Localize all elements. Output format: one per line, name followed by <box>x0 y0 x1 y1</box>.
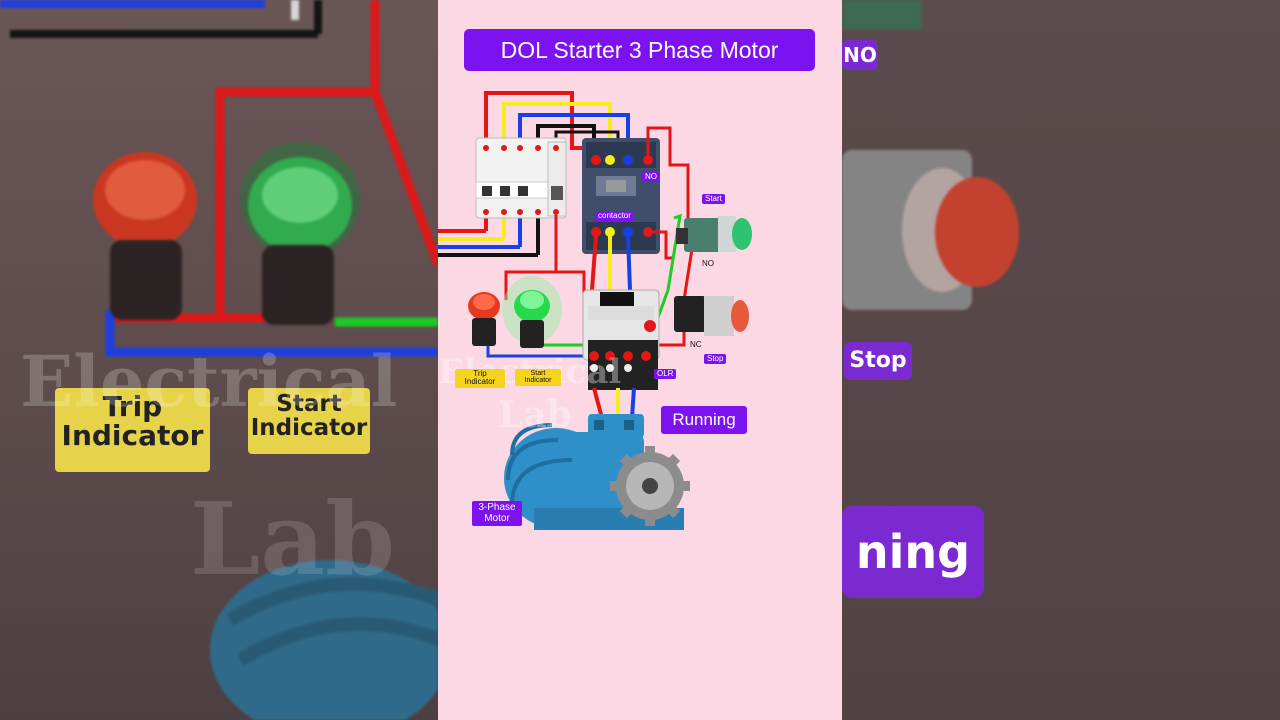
stop-button-label: Stop <box>704 354 727 365</box>
page-title: DOL Starter 3 Phase Motor <box>464 29 815 71</box>
stop-nc-label: NC <box>690 340 702 349</box>
diagram-panel: DOL Starter 3 Phase Motor <box>438 0 842 720</box>
start-button-label: Start <box>702 194 725 205</box>
bg-running-label: ning <box>842 506 984 598</box>
contactor-label: contactor <box>595 211 634 222</box>
start-indicator-label: Start Indicator <box>515 369 561 386</box>
bg-start-indicator-label: Start Indicator <box>248 388 370 454</box>
left-background-art <box>0 0 438 720</box>
wiring-diagram <box>438 91 752 530</box>
olr-label: OLR <box>654 369 677 380</box>
motor-label: 3-Phase Motor <box>472 501 522 526</box>
no-contact-label: NO <box>642 172 660 183</box>
left-background-panel: Trip Indicator Start Indicator Electrica… <box>0 0 438 720</box>
bg-stop-label: Stop <box>844 342 912 380</box>
trip-indicator-label: Trip Indicator <box>455 369 505 388</box>
bg-watermark-lab: Lab <box>190 480 396 598</box>
bg-watermark: Electrical <box>20 340 398 423</box>
right-background-art <box>842 0 1019 310</box>
bg-no-label: NO <box>842 40 878 70</box>
bg-trip-indicator-label: Trip Indicator <box>55 388 210 472</box>
start-no-label: NO <box>702 259 714 268</box>
watermark-line2: Lab <box>498 394 572 436</box>
running-status-badge: Running <box>661 406 747 434</box>
right-background-panel: NO Stop ning <box>842 0 1280 720</box>
